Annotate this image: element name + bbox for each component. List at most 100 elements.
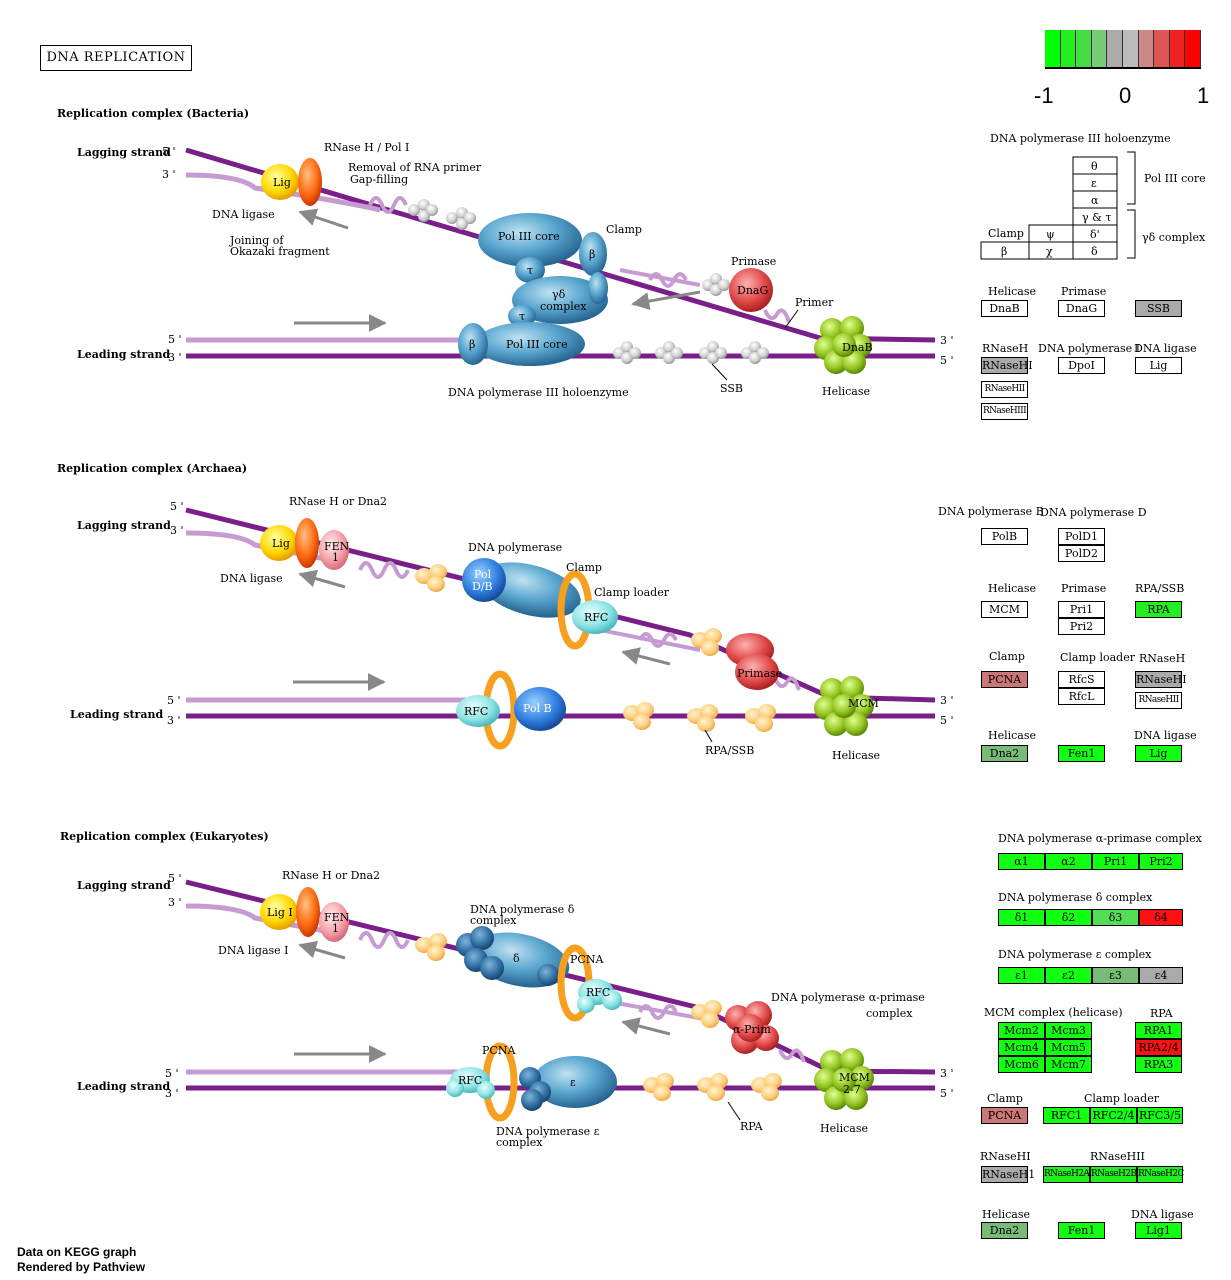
gene-box[interactable]: DnaB [981,300,1028,317]
direction-arrow [621,1017,671,1036]
prime-label: 3 ' [940,1067,954,1080]
pcna-label: PCNA [482,1044,516,1057]
gene-box[interactable]: δ3 [1092,909,1139,926]
rna-primer [638,1004,678,1020]
lig-i-protein [260,894,298,930]
gene-box[interactable]: Pri1 [1092,853,1139,870]
gene-box[interactable]: RNaseHI [981,357,1033,374]
gene-box[interactable]: RNaseH2C [1137,1166,1184,1183]
protein-label: Lig [272,537,290,550]
legend-swatch [1138,30,1155,68]
gene-box[interactable]: RNaseHI [1135,671,1187,688]
gene-box[interactable]: DnaG [1058,300,1105,317]
protein-label: δ [513,952,520,965]
group-label: DNA polymerase B [938,505,1044,518]
gene-box[interactable]: RNaseHII [1135,692,1182,709]
direction-arrow [621,647,671,666]
lagging-strand-label: Lagging strand [77,146,171,159]
direction-arrow [631,290,701,311]
leader-line [704,729,713,743]
rfc-protein [446,1067,495,1099]
gene-box[interactable]: Mcm2 [998,1022,1045,1039]
gene-box[interactable]: ε3 [1092,967,1139,984]
gene-box[interactable]: δ1 [998,909,1045,926]
dna-polymerase-label: DNA polymerase [468,541,562,554]
gene-box[interactable]: Dna2 [981,745,1028,762]
holo-cell: δ' [1090,228,1100,241]
gene-box[interactable]: PCNA [981,671,1028,688]
prime-label: 5 ' [165,1067,179,1080]
gene-box[interactable]: PolD1 [1058,528,1105,545]
gene-box[interactable]: RNaseH2A [1043,1166,1090,1183]
gene-box[interactable]: Mcm4 [998,1039,1045,1056]
rna-primer [358,931,410,949]
gene-box[interactable]: Mcm5 [1045,1039,1092,1056]
section-title-archaea: Replication complex (Archaea) [57,462,247,475]
pol-b-protein [514,687,566,731]
protein-label: τ [519,310,525,323]
gene-box[interactable]: RPA [1135,601,1182,618]
gene-box[interactable]: RNaseHII [981,381,1028,398]
gene-box[interactable]: RNaseHIII [981,403,1028,420]
gene-box[interactable]: Lig1 [1135,1222,1182,1239]
protein-label: DnaG [737,284,768,297]
gene-box[interactable]: RFC2/4 [1090,1107,1137,1124]
gene-box[interactable]: ε1 [998,967,1045,984]
rnase-h-label: RNase H or Dna2 [282,869,380,882]
tau-subunit [515,257,545,283]
gene-box[interactable]: Pri2 [1139,853,1183,870]
prime-label: 3 ' [168,351,182,364]
group-label: Helicase [988,582,1037,595]
gene-box[interactable]: Mcm7 [1045,1056,1092,1073]
gene-box[interactable]: Dna2 [981,1222,1028,1239]
prime-label: 5 ' [162,145,176,158]
gene-box[interactable]: RPA3 [1135,1056,1182,1073]
gene-box[interactable]: α1 [998,853,1045,870]
gene-box[interactable]: Fen1 [1058,745,1105,762]
gene-box[interactable]: PolD2 [1058,545,1105,562]
gene-box[interactable]: RNaseH2B [1090,1166,1137,1183]
gene-box[interactable]: δ4 [1139,909,1183,926]
gene-box[interactable]: RNaseH1 [981,1166,1036,1183]
gene-box[interactable]: RFC1 [1043,1107,1090,1124]
gene-box[interactable]: RFC3/5 [1137,1107,1183,1124]
gene-box[interactable]: RfcL [1058,688,1105,705]
gene-box[interactable]: δ2 [1045,909,1092,926]
protein-label: Pol [474,568,492,581]
holo-clamp-label: Clamp [988,227,1024,240]
leader-line [784,309,799,329]
group-label: Clamp [989,650,1025,663]
rpa-cluster [623,702,654,730]
rpa-cluster [697,1073,728,1101]
gene-box[interactable]: Lig [1135,357,1182,374]
gene-box[interactable]: Fen1 [1058,1222,1105,1239]
gene-box[interactable]: ε4 [1139,967,1183,984]
gene-box[interactable]: RfcS [1058,671,1105,688]
gene-box[interactable]: SSB [1135,300,1182,317]
gene-box[interactable]: ε2 [1045,967,1092,984]
prime-label: 3 ' [162,168,176,181]
group-label: Primase [1061,285,1107,298]
gene-box[interactable]: Pri2 [1058,618,1105,635]
gene-box[interactable]: RPA1 [1135,1022,1182,1039]
gene-box[interactable]: Mcm6 [998,1056,1045,1073]
gene-box[interactable]: MCM [981,601,1028,618]
gene-box[interactable]: PolB [981,528,1028,545]
gene-box[interactable]: Pri1 [1058,601,1105,618]
prime-label: 5 ' [168,872,182,885]
protein-label: β [589,248,595,261]
mcm-helicase [814,1048,874,1110]
gene-box[interactable]: α2 [1045,853,1092,870]
gene-box[interactable]: PCNA [981,1107,1028,1124]
gene-box[interactable]: DpoI [1058,357,1105,374]
protein-label: Lig I [267,906,293,919]
gene-box[interactable]: RPA2/4 [1135,1039,1182,1056]
ssb-label: SSB [720,382,743,395]
group-label: Primase [1061,582,1107,595]
okazaki-fragment [185,903,331,935]
gene-box[interactable]: Mcm3 [1045,1022,1092,1039]
pol-iii-core-upper [478,213,582,267]
leader-line [727,1101,741,1121]
prime-label: 3 ' [940,694,954,707]
gene-box[interactable]: Lig [1135,745,1182,762]
